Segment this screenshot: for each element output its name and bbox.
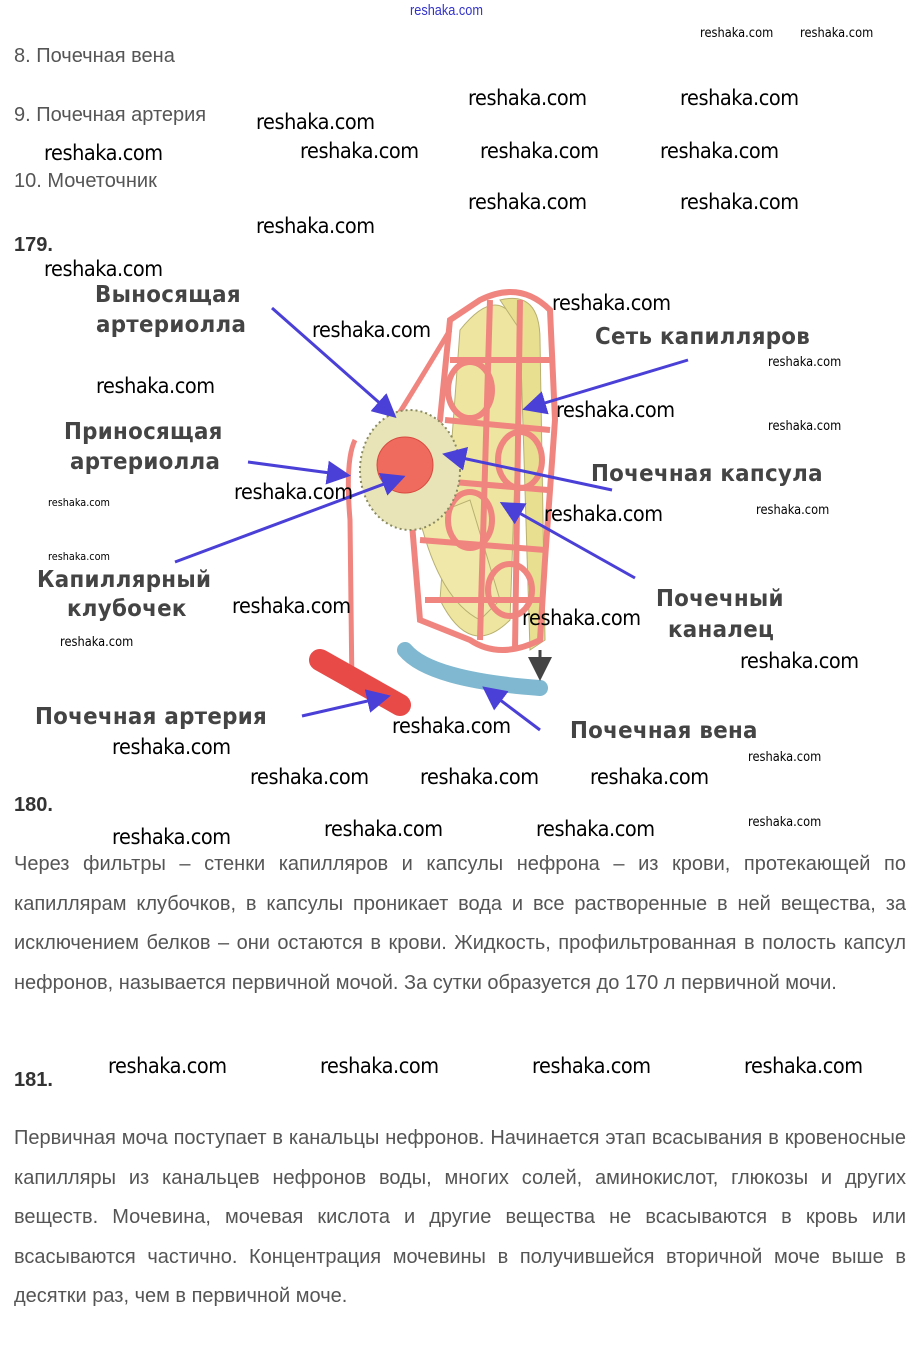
label-capillary-net: Сеть капилляров xyxy=(595,324,811,350)
arrow-efferent xyxy=(271,306,397,418)
watermark: reshaka.com xyxy=(590,765,709,789)
watermark: reshaka.com xyxy=(108,1054,227,1078)
watermark: reshaka.com xyxy=(756,503,830,518)
watermark: reshaka.com xyxy=(60,635,134,650)
label-tubule: каналец xyxy=(668,617,775,643)
watermark: reshaka.com xyxy=(324,817,443,841)
label-renal-artery: Почечная артерия xyxy=(35,704,268,730)
list-item: 9. Почечная артерия xyxy=(14,104,207,126)
watermark: reshaka.com xyxy=(748,815,822,830)
site-header-link[interactable]: reshaka.com xyxy=(410,2,483,19)
label-afferent: Приносящая xyxy=(64,419,223,445)
watermark: reshaka.com xyxy=(256,214,375,238)
watermark: reshaka.com xyxy=(544,502,663,526)
watermark: reshaka.com xyxy=(256,110,375,134)
watermark: reshaka.com xyxy=(468,190,587,214)
renal-artery-vessel xyxy=(309,649,411,716)
task-181-text: Первичная моча поступает в канальцы нефр… xyxy=(14,1127,906,1307)
watermark: reshaka.com xyxy=(536,817,655,841)
list-item: 8. Почечная вена xyxy=(14,45,175,67)
watermark: reshaka.com xyxy=(480,139,599,163)
watermark: reshaka.com xyxy=(320,1054,439,1078)
watermark: reshaka.com xyxy=(112,735,231,759)
watermark: reshaka.com xyxy=(744,1054,863,1078)
watermark: reshaka.com xyxy=(680,86,799,110)
arrow-capillary-net xyxy=(522,358,689,415)
watermark: reshaka.com xyxy=(768,419,842,434)
watermark: reshaka.com xyxy=(234,480,353,504)
label-renal-vein: Почечная вена xyxy=(570,718,758,744)
watermark: reshaka.com xyxy=(48,550,110,563)
task-number-179: 179. xyxy=(14,234,53,256)
label-afferent: артериолла xyxy=(70,449,221,475)
watermark: reshaka.com xyxy=(300,139,419,163)
arrow-renal-vein xyxy=(482,686,541,732)
watermark: reshaka.com xyxy=(740,649,859,673)
label-glomerulus: Капиллярный xyxy=(37,567,212,593)
task-number-180: 180. xyxy=(14,794,53,816)
watermark: reshaka.com xyxy=(96,374,215,398)
watermark: reshaka.com xyxy=(700,26,774,41)
renal-capsule xyxy=(359,409,461,531)
watermark: reshaka.com xyxy=(748,750,822,765)
watermark: reshaka.com xyxy=(312,318,431,342)
watermark: reshaka.com xyxy=(556,398,675,422)
watermark: reshaka.com xyxy=(420,765,539,789)
watermark: reshaka.com xyxy=(48,496,110,509)
watermark: reshaka.com xyxy=(250,765,369,789)
renal-vein-vessel xyxy=(397,642,548,696)
watermark: reshaka.com xyxy=(232,594,351,618)
watermark: reshaka.com xyxy=(468,86,587,110)
task-180-text: Через фильтры – стенки капилляров и капс… xyxy=(14,853,906,994)
label-glomerulus: клубочек xyxy=(67,596,187,622)
watermark: reshaka.com xyxy=(680,190,799,214)
arrow-afferent xyxy=(247,460,351,485)
arrow-glomerulus xyxy=(174,473,406,564)
watermark: reshaka.com xyxy=(660,139,779,163)
watermark: reshaka.com xyxy=(768,355,842,370)
watermark: reshaka.com xyxy=(552,291,671,315)
label-capsule: Почечная капсула xyxy=(591,461,823,487)
label-efferent: артериолла xyxy=(96,312,247,338)
watermark: reshaka.com xyxy=(392,714,511,738)
label-efferent: Выносящая xyxy=(95,282,241,308)
watermark: reshaka.com xyxy=(532,1054,651,1078)
label-tubule: Почечный xyxy=(656,586,784,612)
list-item: 10. Мочеточник xyxy=(14,170,157,192)
watermark: reshaka.com xyxy=(44,141,163,165)
watermark: reshaka.com xyxy=(522,606,641,630)
watermark: reshaka.com xyxy=(112,825,231,849)
watermark: reshaka.com xyxy=(800,26,874,41)
task-number-181: 181. xyxy=(14,1069,53,1091)
watermark: reshaka.com xyxy=(44,257,163,281)
arrow-tubule xyxy=(499,502,636,580)
arrow-capsule xyxy=(442,447,613,492)
arrow-renal-artery xyxy=(301,689,391,718)
